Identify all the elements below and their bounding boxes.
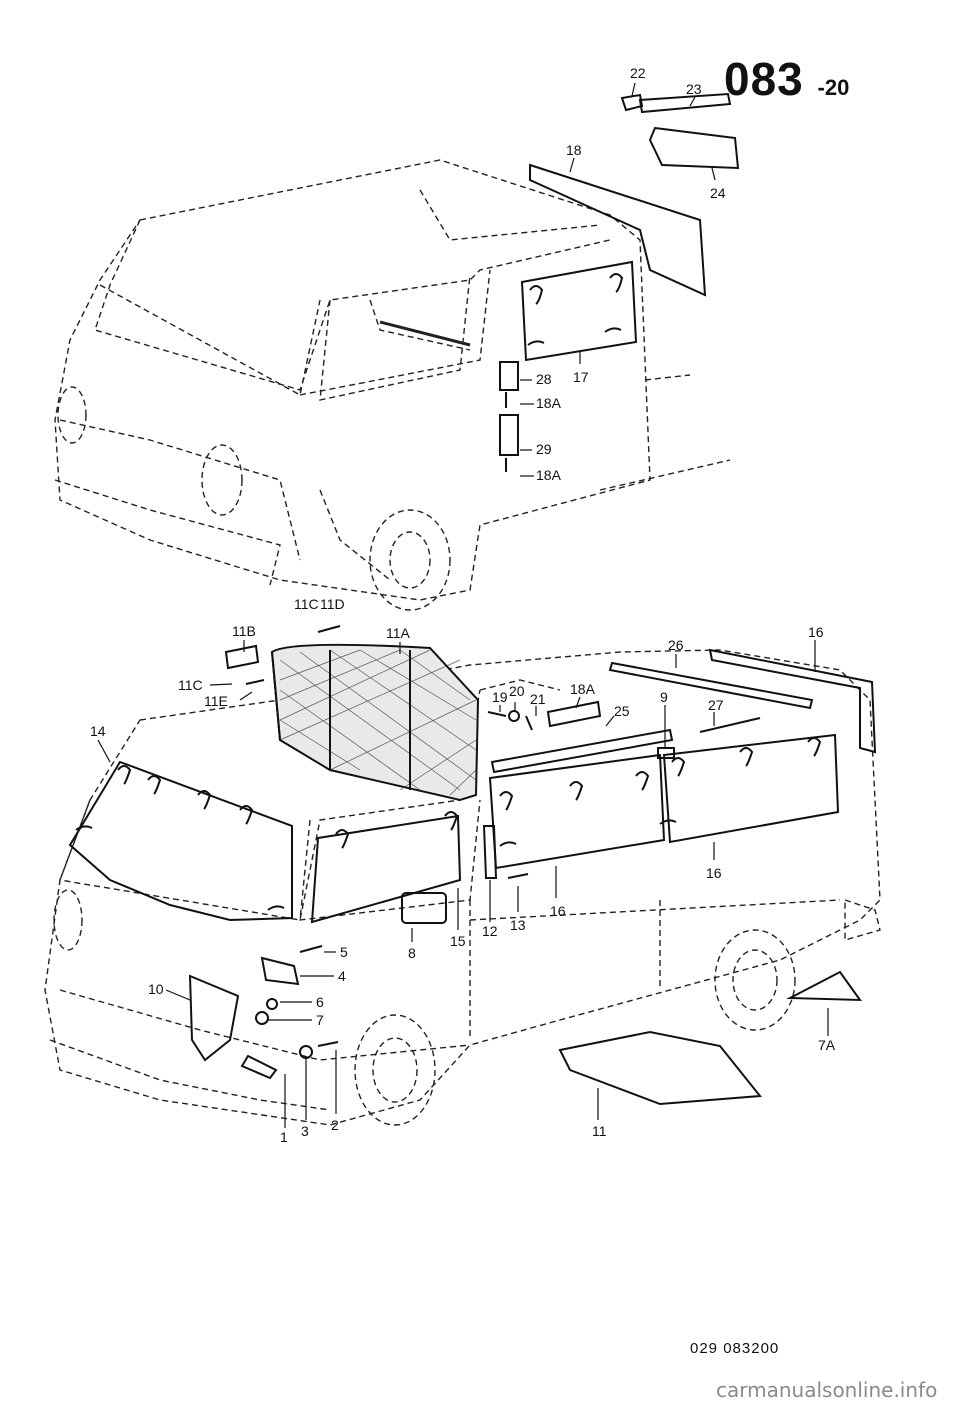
panel-23 [638,92,732,114]
upper-van-outline [54,159,731,611]
callout-16-low: 16 [550,903,566,919]
callout-26: 26 [668,637,684,653]
callout-22: 22 [630,65,646,81]
wedge-7a [786,970,862,1002]
callout-12: 12 [482,923,498,939]
callout-3: 3 [301,1123,309,1139]
catalog-code: 029 083200 [690,1340,780,1357]
clip-18a [546,700,602,728]
cover-10 [188,974,240,1062]
side-panel-16-b [662,733,840,844]
clip-1 [240,1054,278,1080]
callout-11: 11 [592,1123,607,1139]
callout-11a: 11A [386,625,411,641]
callout-24: 24 [710,185,726,201]
callout-25: 25 [614,703,630,719]
strip-27 [699,717,761,733]
partition-net-11a [270,643,480,802]
side-panel-16-a [488,753,666,870]
page-number-main: 083 [724,53,804,105]
part-9 [657,747,675,759]
callout-15: 15 [450,933,466,949]
bolt-19 [487,711,507,717]
bracket-24 [648,126,740,170]
callout-16-top: 16 [808,624,824,640]
callout-10: 10 [148,981,164,997]
lower-van-parts [68,625,877,1106]
callout-18a-rail: 18A [570,681,596,697]
callout-5: 5 [340,944,348,960]
callout-13: 13 [510,917,526,933]
callout-18: 18 [566,142,582,158]
callout-2: 2 [331,1117,339,1133]
page-number-sub: 20 [824,75,850,100]
callout-11c-left: 11C [178,677,203,693]
callout-4: 4 [338,968,346,984]
callout-21: 21 [530,691,546,707]
screw-13 [507,873,529,879]
callout-14: 14 [90,723,106,739]
lower-van-outline [44,649,881,1126]
callout-labels: 22 23 24 18 28 17 18A 29 18A 11C 11D 11B… [90,65,836,1145]
callout-11c-top: 11C [294,596,319,612]
callout-19: 19 [492,689,508,705]
trim-29 [499,414,519,456]
washer-20 [508,710,520,722]
bracket-4 [260,956,300,986]
callout-18a-upper: 18A [536,395,562,411]
leader-lines [97,82,829,1128]
page-number: 083 -20 [724,53,850,105]
callout-18a-lower: 18A [536,467,562,483]
callout-7a: 7A [818,1037,836,1053]
callout-28: 28 [536,371,552,387]
watermark-text: carmanualsonline.info [716,1378,938,1402]
upper-panel-16 [708,648,877,754]
door-liner-15 [310,814,462,924]
trim-28 [499,361,519,391]
callout-27: 27 [708,697,724,713]
upper-van-parts [499,92,740,472]
screw-11e [245,679,265,685]
callout-11e: 11E [204,693,228,709]
clip-22 [620,93,644,112]
strip-12 [482,825,498,879]
rail-25 [490,728,674,774]
callout-1: 1 [280,1129,288,1145]
nut-7 [255,1011,269,1025]
callout-7: 7 [316,1012,324,1028]
callout-23: 23 [686,81,702,97]
callout-11d: 11D [320,596,345,612]
callout-16-mid: 16 [706,865,722,881]
screw-11d [317,625,341,633]
callout-8: 8 [408,945,416,961]
mat-11 [558,1030,762,1106]
bolt-2 [317,1041,339,1047]
side-panel-18-rail [529,163,707,297]
callout-11b: 11B [232,623,256,639]
callout-17: 17 [573,369,589,385]
side-panel-17 [520,260,638,362]
callout-29: 29 [536,441,552,457]
clip-11b [224,644,260,670]
washer-6 [266,998,278,1010]
callout-6: 6 [316,994,324,1010]
clip-21 [525,715,533,731]
plate-8 [401,892,447,924]
screw-5 [299,945,323,953]
windshield-liner-14 [68,760,293,922]
roof-rail-26 [608,661,814,710]
callout-9: 9 [660,689,668,705]
callout-20: 20 [509,683,525,699]
